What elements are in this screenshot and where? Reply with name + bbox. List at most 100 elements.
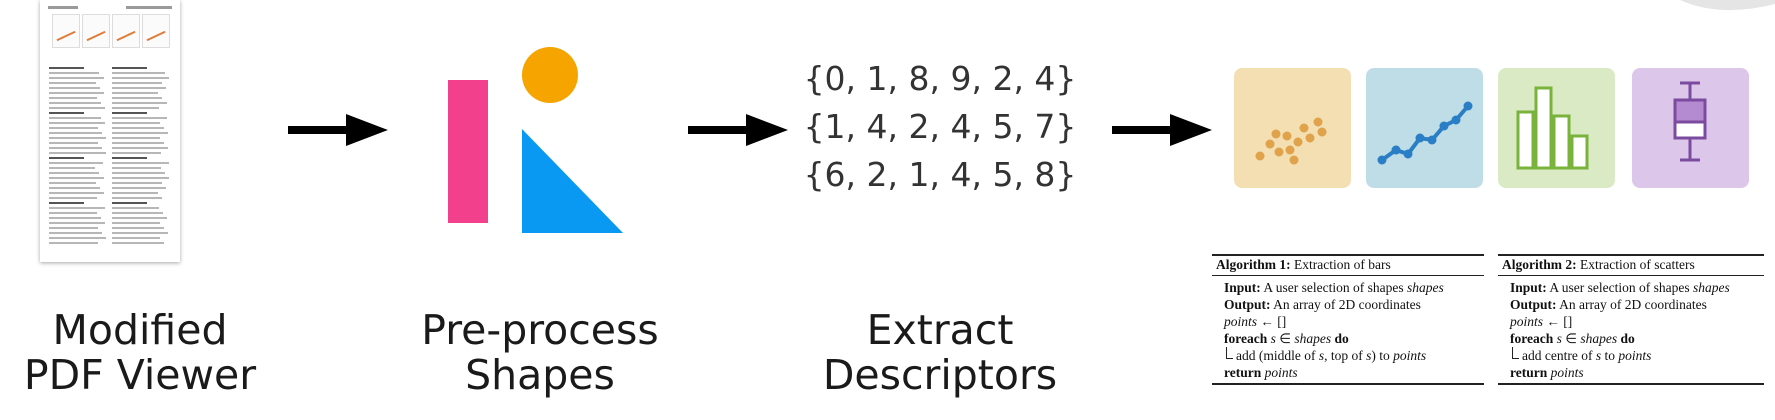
- pdf-text-line: [49, 237, 106, 239]
- pdf-figure-row: [50, 14, 170, 58]
- pdf-text-line: [112, 92, 159, 94]
- pdf-text-line: [49, 152, 107, 154]
- arrow-icon: [688, 114, 788, 146]
- pdf-text-line: [112, 67, 147, 69]
- pdf-text-line: [112, 197, 163, 199]
- pdf-header: [48, 6, 172, 9]
- stage-label-line: Extract: [866, 306, 1014, 354]
- stage-label-viewer: Modified PDF Viewer: [10, 308, 270, 398]
- pdf-text-line: [112, 232, 168, 234]
- pdf-text-line: [49, 82, 96, 84]
- pdf-text-line: [49, 162, 103, 164]
- pdf-text-line: [49, 77, 104, 79]
- scatter-points: [1255, 117, 1327, 165]
- pdf-text-line: [112, 147, 169, 149]
- scatter-chart-icon: [1234, 68, 1351, 188]
- pdf-text-line: [112, 157, 147, 159]
- pdf-text-line: [112, 127, 164, 129]
- pdf-text-line: [112, 212, 164, 214]
- pdf-text-line: [112, 202, 147, 204]
- pdf-text-line: [49, 102, 101, 104]
- pdf-text-line: [112, 97, 163, 99]
- pdf-text-line: [49, 212, 98, 214]
- pdf-text-line: [49, 207, 105, 209]
- pdf-text-line: [49, 137, 106, 139]
- pdf-text-line: [112, 187, 166, 189]
- pdf-text-line: [49, 242, 99, 244]
- descriptor-set: {0, 1, 8, 9, 2, 4}: [803, 59, 1077, 98]
- pdf-text-line: [49, 87, 101, 89]
- pdf-text-line: [49, 182, 96, 184]
- pdf-text-line: [112, 152, 161, 154]
- line-chart-icon: [1366, 68, 1483, 188]
- pdf-text-line: [49, 227, 98, 229]
- pdf-text-line: [49, 187, 101, 189]
- pdf-text-line: [112, 207, 159, 209]
- pdf-text-line: [49, 232, 102, 234]
- pdf-text-line: [112, 172, 166, 174]
- pdf-text-line: [49, 122, 106, 124]
- pdf-text-line: [112, 182, 162, 184]
- algorithm-box: Algorithm 2: Extraction of scatters Inpu…: [1498, 254, 1764, 385]
- descriptor-set: {1, 4, 2, 4, 5, 7}: [803, 107, 1077, 146]
- pdf-text-line: [49, 92, 105, 94]
- pdf-text-line: [112, 227, 164, 229]
- stage-label-line: Modified: [52, 306, 228, 354]
- stage-label-line: Descriptors: [822, 351, 1058, 399]
- stage-label-line: PDF Viewer: [23, 351, 257, 399]
- pdf-text-line: [112, 217, 168, 219]
- decorative-arc: [1680, 0, 1775, 11]
- algorithm-title: Algorithm 1: Extraction of bars: [1212, 254, 1484, 276]
- stage-label-preprocess: Pre-process Shapes: [400, 308, 680, 398]
- descriptor-set: {6, 2, 1, 4, 5, 8}: [803, 155, 1077, 194]
- chart-type-icons: [1234, 68, 1749, 188]
- pdf-text-body: [49, 64, 171, 254]
- pdf-text-line: [49, 157, 84, 159]
- pdf-text-line: [112, 72, 166, 74]
- pdf-text-line: [49, 217, 102, 219]
- pdf-text-line: [49, 107, 105, 109]
- pdf-text-line: [49, 197, 97, 199]
- pdf-text-line: [49, 112, 84, 114]
- pdf-text-line: [112, 77, 170, 79]
- pdf-text-line: [49, 142, 99, 144]
- pdf-text-line: [49, 167, 96, 169]
- pdf-text-line: [112, 82, 162, 84]
- pdf-text-line: [112, 107, 159, 109]
- pdf-text-line: [112, 117, 168, 119]
- pdf-text-line: [49, 202, 84, 204]
- pdf-text-line: [49, 117, 102, 119]
- pdf-text-line: [112, 237, 161, 239]
- pdf-text-line: [49, 172, 100, 174]
- pdf-text-line: [49, 72, 100, 74]
- pdf-text-line: [112, 192, 159, 194]
- pdf-text-line: [112, 112, 147, 114]
- pdf-text-line: [112, 122, 160, 124]
- pdf-text-line: [49, 192, 105, 194]
- pdf-text-line: [112, 242, 165, 244]
- pdf-page-thumbnail: [40, 0, 180, 262]
- pdf-text-line: [112, 222, 160, 224]
- stage-label-line: Pre-process: [421, 306, 659, 354]
- algorithm-box: Algorithm 1: Extraction of bars Input: A…: [1212, 254, 1484, 385]
- pdf-text-line: [112, 177, 170, 179]
- pdf-text-line: [112, 142, 165, 144]
- blue-triangle: [522, 129, 623, 233]
- pdf-text-line: [112, 137, 161, 139]
- pdf-text-line: [49, 147, 103, 149]
- pdf-text-line: [49, 132, 102, 134]
- stage-label-extract: Extract Descriptors: [810, 308, 1070, 398]
- orange-circle: [522, 47, 578, 103]
- stage-label-line: Shapes: [465, 351, 615, 399]
- arrow-icon: [288, 114, 388, 146]
- arrow-icon: [1112, 114, 1212, 146]
- pdf-text-line: [112, 87, 166, 89]
- pdf-text-line: [112, 167, 162, 169]
- pink-rectangle: [448, 80, 488, 223]
- algorithm-title: Algorithm 2: Extraction of scatters: [1498, 254, 1764, 276]
- pdf-text-line: [49, 222, 106, 224]
- algorithm-body: Input: A user selection of shapes shapes…: [1498, 276, 1764, 385]
- descriptor-sets: {0, 1, 8, 9, 2, 4} {1, 4, 2, 4, 5, 7} {6…: [800, 55, 1080, 199]
- pdf-text-line: [49, 127, 98, 129]
- algorithm-body: Input: A user selection of shapes shapes…: [1212, 276, 1484, 385]
